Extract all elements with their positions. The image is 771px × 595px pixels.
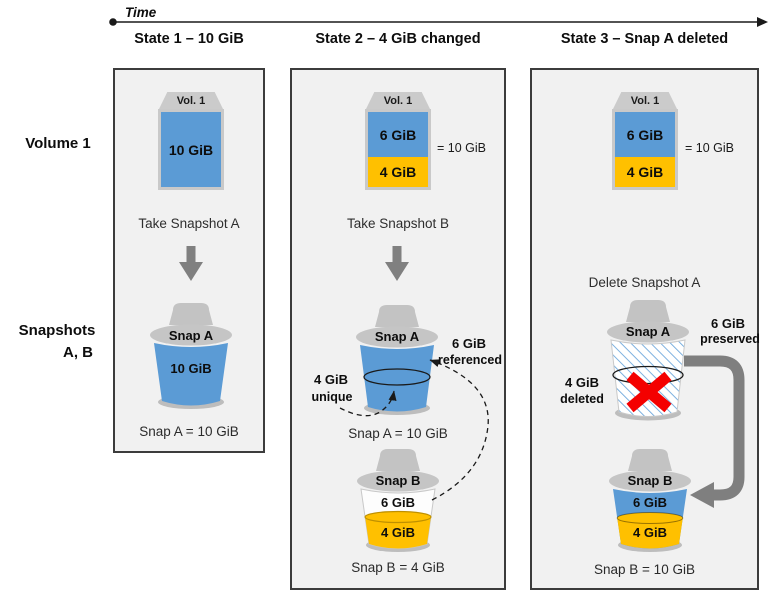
state1-header: State 1 – 10 GiB xyxy=(134,31,244,47)
hatched-bucket-body xyxy=(610,339,686,417)
annotation-deleted-value: 4 GiB xyxy=(565,375,599,390)
annotation-unique-value: 4 GiB xyxy=(314,372,348,387)
red-x-icon xyxy=(626,371,672,413)
down-arrow-icon-state2 xyxy=(385,246,409,281)
caption-snap-b-state2: Snap B = 4 GiB xyxy=(351,560,445,575)
bucket-seg-6gib-snap-b-state3: 6 GiB xyxy=(633,495,667,510)
volume-total-state2: = 10 GiB xyxy=(437,141,486,155)
action-delete-snapshot-a: Delete Snapshot A xyxy=(588,275,701,290)
split-ellipse-icon xyxy=(363,368,431,386)
volume-segment-10gib: 10 GiB xyxy=(161,112,221,187)
split-ellipse-icon xyxy=(612,365,684,385)
snapshot-bucket-icon-snap-a-state3 xyxy=(607,300,689,421)
bucket-size-snap-a-state1: 10 GiB xyxy=(170,361,212,376)
row-label-volume: Volume 1 xyxy=(25,135,91,152)
bucket-seg-4gib-snap-b-state2: 4 GiB xyxy=(381,525,415,540)
bucket-seg-6gib-snap-b-state2: 6 GiB xyxy=(381,495,415,510)
time-label: Time xyxy=(125,5,157,20)
volume-segment-6gib: 6 GiB xyxy=(368,112,428,157)
annotation-unique-word: unique xyxy=(311,390,353,404)
bucket-seg-4gib-snap-b-state3: 4 GiB xyxy=(633,525,667,540)
action-take-snapshot-a: Take Snapshot A xyxy=(138,216,240,231)
caption-snap-a-state1: Snap A = 10 GiB xyxy=(139,424,239,439)
volume-segment-6gib: 6 GiB xyxy=(615,112,675,157)
state2-header: State 2 – 4 GiB changed xyxy=(315,31,481,47)
action-take-snapshot-b: Take Snapshot B xyxy=(346,216,450,231)
snapshot-bucket-icon-snap-a-state2 xyxy=(356,305,438,415)
row-label-snapshots-ab: A, B xyxy=(63,344,93,361)
bucket-label-snap-a-state3: Snap A xyxy=(625,324,671,339)
volume-tab-state2: Vol. 1 xyxy=(366,92,430,109)
bucket-label-snap-a-state1: Snap A xyxy=(168,328,214,343)
snapshot-bucket-icon-snap-b-state2 xyxy=(357,449,439,552)
volume-segment-4gib: 4 GiB xyxy=(615,157,675,187)
annotation-deleted-word: deleted xyxy=(560,392,604,406)
annotation-preserved-value: 6 GiB xyxy=(711,316,745,331)
volume-icon-state3: 6 GiB 4 GiB xyxy=(612,109,678,190)
caption-snap-b-state3: Snap B = 10 GiB xyxy=(594,562,695,577)
bucket-label-snap-b-state2: Snap B xyxy=(375,473,421,488)
volume-segment-4gib: 4 GiB xyxy=(368,157,428,187)
caption-snap-a-state2: Snap A = 10 GiB xyxy=(348,426,448,441)
row-label-snapshots: Snapshots xyxy=(18,322,96,339)
annotation-preserved-word: preserved xyxy=(700,332,760,346)
snapshot-bucket-icon-snap-a-state1 xyxy=(150,303,232,409)
bucket-label-snap-b-state3: Snap B xyxy=(627,473,673,488)
down-arrow-icon-state1 xyxy=(179,246,203,281)
bucket-label-snap-a-state2: Snap A xyxy=(374,329,420,344)
volume-total-state3: = 10 GiB xyxy=(685,141,734,155)
snapshot-bucket-icon-snap-b-state3 xyxy=(609,449,691,552)
dashed-arrow-referenced xyxy=(429,359,489,501)
state3-header: State 3 – Snap A deleted xyxy=(560,31,729,47)
volume-tab-state3: Vol. 1 xyxy=(613,92,677,109)
time-axis-arrow xyxy=(109,17,768,27)
annotation-referenced-value: 6 GiB xyxy=(452,336,486,351)
annotation-referenced-word: referenced xyxy=(438,353,502,367)
preserve-arrow-icon xyxy=(684,355,745,508)
volume-icon-state1: 10 GiB xyxy=(158,109,224,190)
volume-icon-state2: 6 GiB 4 GiB xyxy=(365,109,431,190)
volume-tab-state1: Vol. 1 xyxy=(159,92,223,109)
